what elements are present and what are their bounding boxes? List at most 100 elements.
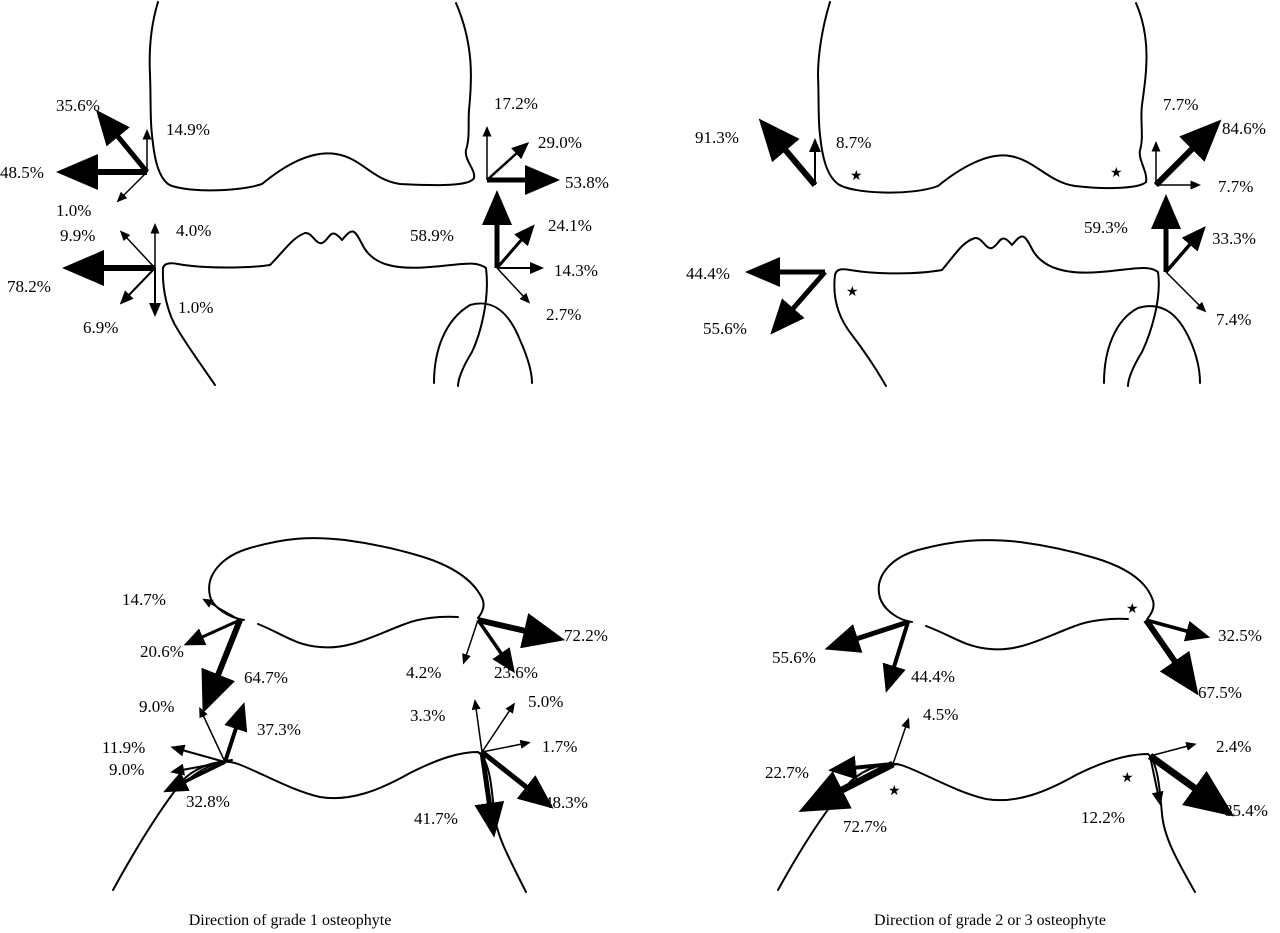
panel-a-grade1-knee: 35.6% 14.9% 48.5% 1.0% 17.2% 29.0% 53.8%…	[0, 1, 609, 387]
label: 24.1%	[548, 216, 592, 235]
star-marker: ★	[1110, 166, 1123, 181]
label: 20.6%	[140, 642, 184, 661]
arrow-up-right	[1153, 119, 1222, 188]
panel-b-grade23-knee: 91.3% 8.7% 7.7% 84.6% 7.7% 59.3% 33.3% 4…	[686, 1, 1266, 387]
arrow-up	[892, 717, 910, 765]
label: 1.7%	[542, 737, 577, 756]
panel-a-arrows	[56, 109, 560, 317]
label: 55.6%	[703, 319, 747, 338]
femur-outline	[817, 1, 1148, 194]
arrow-up-right	[486, 141, 530, 181]
label: 55.6%	[772, 648, 816, 667]
star-marker: ★	[850, 169, 863, 184]
arrow-down	[882, 621, 910, 693]
label: 67.5%	[1198, 683, 1242, 702]
label: 1.0%	[56, 201, 91, 220]
panel-c-labels: 14.7% 20.6% 64.7% 72.2% 4.2% 23.6% 9.0% …	[102, 590, 608, 828]
label: 53.8%	[565, 173, 609, 192]
label: 9.0%	[109, 760, 144, 779]
label: 4.2%	[406, 663, 441, 682]
label: 35.6%	[56, 96, 100, 115]
arrow-right	[477, 613, 566, 649]
label: 72.2%	[564, 626, 608, 645]
label: 9.0%	[139, 697, 174, 716]
caption-grade23: Direction of grade 2 or 3 osteophyte	[874, 912, 1106, 929]
tibia-outline	[162, 230, 488, 387]
tibia-left-edge	[833, 274, 887, 387]
arrow-down-right	[1165, 271, 1207, 313]
label: 4.0%	[176, 221, 211, 240]
label: 64.7%	[244, 668, 288, 687]
arrow-up	[471, 699, 483, 753]
label: 44.4%	[686, 264, 730, 283]
panel-d-labels: 55.6% 44.4% 32.5% 67.5% 4.5% 22.7% 72.7%…	[765, 626, 1268, 836]
label: 9.9%	[60, 226, 95, 245]
arrow-down	[474, 751, 505, 838]
femur-condyle	[257, 615, 459, 649]
arrow-down-right	[1143, 618, 1199, 696]
arrow-down-left	[116, 171, 148, 203]
label: 8.7%	[836, 133, 871, 152]
star-marker: ★	[888, 784, 901, 799]
label: 7.7%	[1163, 95, 1198, 114]
panel-d-arrows	[798, 618, 1235, 817]
arrow-right	[1145, 618, 1211, 642]
tibia-outline	[834, 235, 1160, 387]
label: 11.9%	[102, 738, 145, 757]
star-marker: ★	[846, 285, 859, 300]
arrow-left	[824, 619, 909, 653]
arrow-down-left	[798, 760, 895, 813]
arrow-down	[462, 619, 479, 665]
arrow-down	[1149, 755, 1164, 806]
femur-lateral-outline	[208, 537, 485, 619]
label: 29.0%	[538, 133, 582, 152]
arrow-right	[481, 739, 531, 753]
label: 14.7%	[122, 590, 166, 609]
star-marker: ★	[1121, 771, 1134, 786]
label: 1.0%	[178, 298, 213, 317]
arrow-up-left	[758, 118, 818, 187]
arrow-down	[201, 618, 243, 714]
femur-condyle	[925, 617, 1129, 651]
label: 2.7%	[546, 305, 581, 324]
label: 72.7%	[843, 817, 887, 836]
label: 4.5%	[923, 705, 958, 724]
label: 3.3%	[410, 706, 445, 725]
arrow-left	[170, 744, 226, 763]
label: 2.4%	[1216, 737, 1251, 756]
panel-b-arrows	[745, 118, 1222, 335]
label: 14.3%	[554, 261, 598, 280]
arrow-up-right	[1164, 226, 1206, 274]
panel-c-grade1-lateral: 14.7% 20.6% 64.7% 72.2% 4.2% 23.6% 9.0% …	[102, 537, 608, 893]
femur-outline	[148, 1, 476, 192]
arrow-up-right	[481, 702, 515, 753]
arrow-down-left	[770, 270, 827, 335]
panel-d-stars: ★ ★ ★	[888, 602, 1139, 799]
arrow-up-left	[119, 230, 156, 269]
panel-c-arrows	[163, 598, 566, 838]
arrow-up-right	[495, 224, 535, 269]
label: 48.3%	[544, 793, 588, 812]
caption-grade1: Direction of grade 1 osteophyte	[189, 912, 392, 929]
tibia-left-edge	[161, 267, 216, 386]
arrow-left	[183, 618, 241, 646]
femur-lower-left	[209, 595, 245, 621]
arrow-left-low	[170, 761, 226, 776]
label: 5.0%	[528, 692, 563, 711]
label: 48.5%	[0, 163, 44, 182]
label: 32.8%	[186, 792, 230, 811]
label: 85.4%	[1224, 801, 1268, 820]
arrow-down-right	[496, 267, 531, 304]
label: 59.3%	[1084, 218, 1128, 237]
label: 14.9%	[166, 120, 210, 139]
label: 33.3%	[1212, 229, 1256, 248]
label: 41.7%	[414, 809, 458, 828]
arrow-up	[223, 702, 248, 763]
label: 7.7%	[1218, 177, 1253, 196]
label: 37.3%	[257, 720, 301, 739]
arrow-down-right	[476, 619, 515, 674]
panel-b-labels: 91.3% 8.7% 7.7% 84.6% 7.7% 59.3% 33.3% 4…	[686, 95, 1266, 338]
label: 32.5%	[1218, 626, 1262, 645]
label: 58.9%	[410, 226, 454, 245]
